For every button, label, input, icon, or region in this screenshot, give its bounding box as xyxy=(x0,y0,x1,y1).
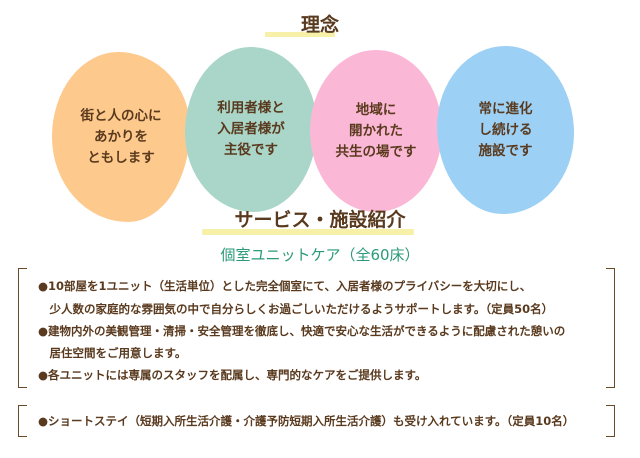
circle-text: 街と人の心に あかりを ともします xyxy=(80,107,162,166)
philosophy-title: 理念 xyxy=(300,14,339,36)
title-highlight xyxy=(202,229,414,235)
philosophy-circle-2: 利用者様と 入居者様が 主役です xyxy=(185,47,317,212)
philosophy-circle-1: 街と人の心に あかりを ともします xyxy=(52,52,190,222)
services-subtitle: 個室ユニットケア（全60床） xyxy=(220,246,420,264)
unit-care-box: ●10部屋を1ユニット（生活単位）とした完全個室にて、入居者様のプライバシーを大… xyxy=(18,268,615,388)
unit-care-line: ●建物内外の美観管理・清掃・安全管理を徹底し、快適で安心な生活ができるように配慮… xyxy=(38,324,566,338)
unit-care-line: 居住空間をご用意します。 xyxy=(38,346,187,360)
short-stay-line: ●ショートステイ（短期入所生活介護・介護予防短期入所生活介護）も受け入れています… xyxy=(38,414,575,428)
circle-text: 利用者様と 入居者様が 主役です xyxy=(217,100,285,158)
unit-care-line: ●10部屋を1ユニット（生活単位）とした完全個室にて、入居者様のプライバシーを大… xyxy=(38,279,532,293)
short-stay-box: ●ショートステイ（短期入所生活介護・介護予防短期入所生活介護）も受け入れています… xyxy=(18,405,615,437)
philosophy-circle-4: 常に進化 し続ける 施設です xyxy=(437,46,574,214)
services-title: サービス・施設紹介 xyxy=(234,209,406,231)
unit-care-line: ●各ユニットには専属のスタッフを配属し、専門的なケアをご提供します。 xyxy=(38,368,427,382)
circle-text: 常に進化 し続ける 施設です xyxy=(478,100,533,159)
circle-text: 地域に 開かれた 共生の場です xyxy=(335,101,417,160)
title-highlight xyxy=(265,32,335,37)
unit-care-line: 少人数の家庭的な雰囲気の中で自分らしくお過ごしいただけるようサポートします。（定… xyxy=(38,302,554,316)
philosophy-circle-3: 地域に 開かれた 共生の場です xyxy=(310,50,442,212)
